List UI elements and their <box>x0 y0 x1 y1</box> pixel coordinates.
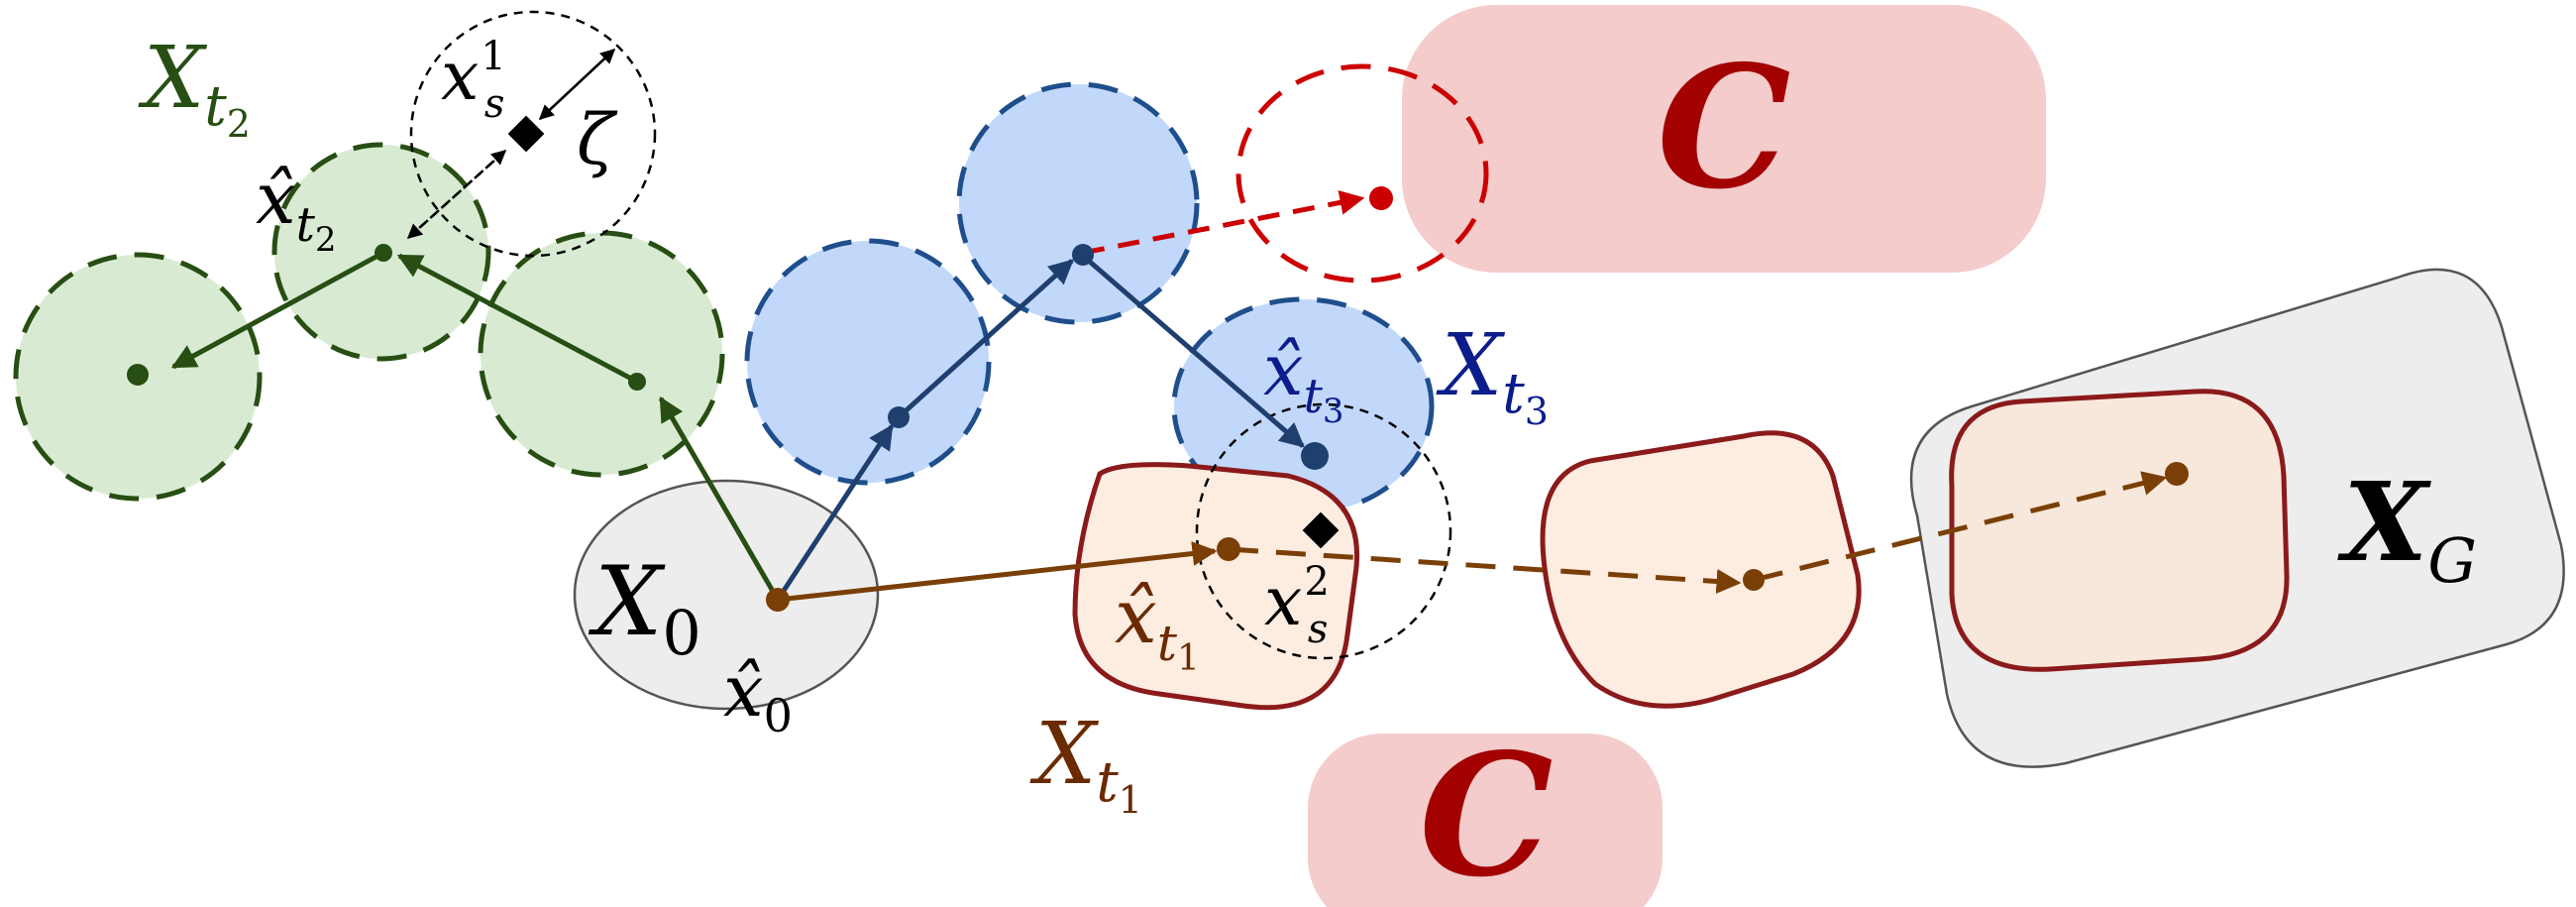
sample-diamond-1 <box>507 115 545 153</box>
goal-inner-set <box>1949 389 2290 672</box>
blue-set-1 <box>744 238 992 486</box>
goal-label: XG <box>2337 458 2477 597</box>
brown-point-0 <box>766 588 790 612</box>
red-violating-set <box>1235 63 1489 283</box>
label-zeta: ζ <box>577 99 618 180</box>
label-xt2hat: x̂t2 <box>256 157 337 260</box>
sample-diamond-2 <box>1302 511 1340 549</box>
brown-set-2 <box>1540 430 1862 709</box>
blue-arrow-2 <box>898 259 1074 418</box>
constraint-region-top <box>1402 5 2046 273</box>
red-arrow <box>1082 190 1365 256</box>
brown-arrow-3 <box>1753 471 2168 583</box>
sample-circle-2 <box>1195 402 1452 660</box>
constraint-label-bottom: C <box>1419 717 1553 907</box>
green-arrow-3 <box>170 250 385 370</box>
blue-arrow-3 <box>1081 254 1305 448</box>
brown-point-3 <box>2165 462 2189 486</box>
green-point-3 <box>628 373 646 391</box>
blue-point-1 <box>888 406 910 428</box>
label-Xt3: Xt3 <box>1436 316 1549 433</box>
blue-point-2 <box>1072 244 1094 266</box>
green-point-2 <box>375 244 392 262</box>
label-xt1hat: x̂t1 <box>1115 572 1200 679</box>
brown-arrow-2 <box>1228 546 1742 594</box>
blue-point-3 <box>1301 442 1329 470</box>
blue-arrow-1 <box>775 423 895 602</box>
brown-point-1 <box>1217 537 1240 561</box>
constraint-region-bottom <box>1308 734 1663 907</box>
label-Xt2: Xt2 <box>138 29 251 146</box>
label-Xt1: Xt1 <box>1029 705 1142 822</box>
zeta-radius-arrow-b <box>538 49 615 121</box>
green-arrow-1 <box>658 396 781 602</box>
initial-set <box>573 479 880 711</box>
constraint-label-top: C <box>1657 29 1790 227</box>
label-X0: X0 <box>588 546 701 669</box>
green-arrow-2 <box>396 253 639 385</box>
blue-set-2 <box>956 81 1200 325</box>
green-point-1 <box>127 364 149 386</box>
label-x0hat: x̂0 <box>723 649 793 742</box>
distance-arrow-1b <box>406 150 506 240</box>
brown-arrow-1 <box>777 541 1218 603</box>
label-xt3hat: x̂t3 <box>1263 328 1344 431</box>
brown-point-2 <box>1743 569 1765 591</box>
brown-set-1 <box>1072 462 1360 711</box>
sample-circle-1 <box>409 10 657 258</box>
red-point <box>1369 186 1393 210</box>
